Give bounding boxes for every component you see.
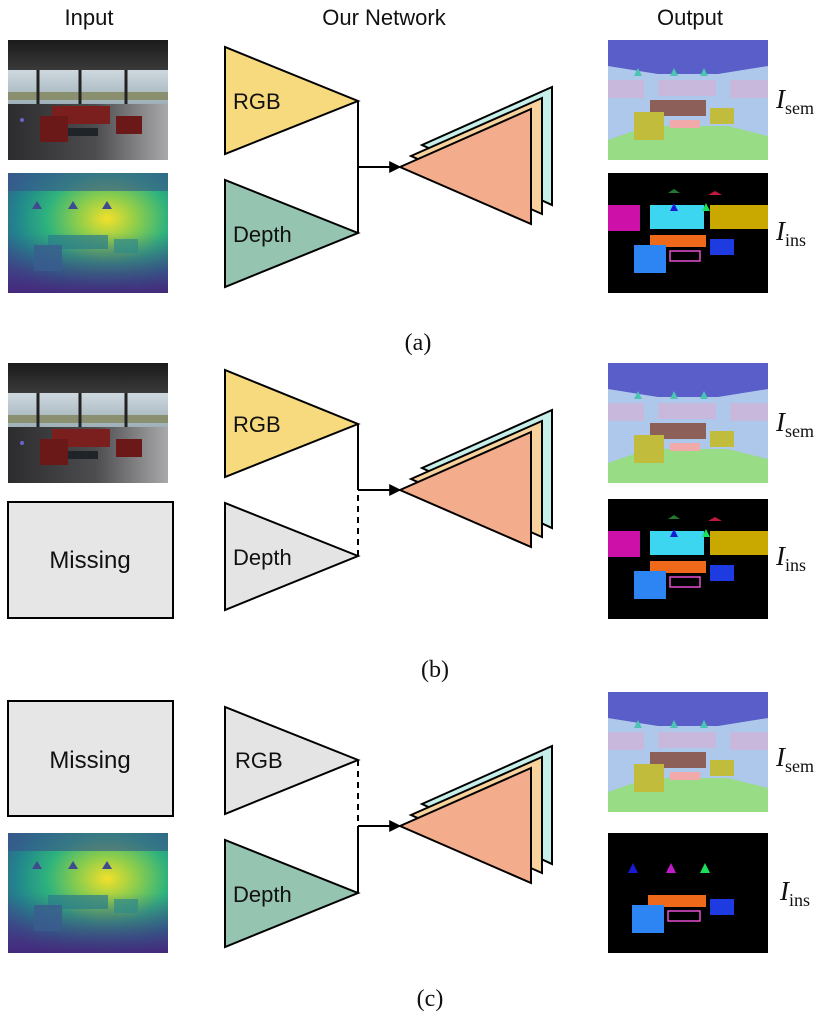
panel-b: Missing RGB Depth Isem Iins (b) [6,361,814,683]
instance-output-image [607,832,769,954]
rgb-encoder [224,368,361,479]
rgb-encoder-label: RGB [233,89,281,114]
panel-c: Missing RGB Depth Isem Iins (c) [7,692,814,1012]
input-header: Input [65,5,114,30]
missing-depth-label: Missing [49,547,130,574]
sem-output-label: Isem [775,742,814,776]
rgb-input-image [6,361,170,485]
depth-encoder [224,838,361,949]
depth-encoder-inactive [224,501,361,612]
missing-rgb-label: Missing [49,747,130,774]
depth-input-image [8,833,168,953]
ins-output-label: Iins [775,216,806,250]
missing-rgb-box [7,700,174,817]
instance-output-image [607,172,769,294]
panel-a: RGB Depth Isem Iins (a) [6,38,814,356]
rgb-encoder-label: RGB [235,748,283,773]
instance-output-image [607,498,769,620]
rgb-encoder-label: RGB [233,412,281,437]
panel-c-caption: (c) [417,986,444,1012]
semantic-output-image [608,363,768,483]
semantic-output-image [608,692,768,812]
output-header: Output [657,5,723,30]
ins-output-label: Iins [775,541,806,575]
panel-b-caption: (b) [421,657,449,683]
sem-output-label: Isem [775,84,814,118]
missing-depth-box [7,501,174,619]
network-header: Our Network [322,5,446,30]
semantic-output-image [608,40,768,160]
depth-encoder-label: Depth [233,882,292,907]
rgb-encoder [224,45,361,156]
depth-input-image [8,173,168,293]
depth-encoder [224,178,361,289]
decoder-front [397,430,532,549]
decoder-front [397,107,532,226]
decoder-front [397,766,532,885]
sem-output-label: Isem [775,407,814,441]
panel-a-caption: (a) [405,330,432,356]
rgb-input-image [6,38,170,162]
depth-encoder-label: Depth [233,545,292,570]
ins-output-label: Iins [779,876,810,910]
depth-encoder-label: Depth [233,222,292,247]
rgb-encoder-inactive [224,705,361,816]
